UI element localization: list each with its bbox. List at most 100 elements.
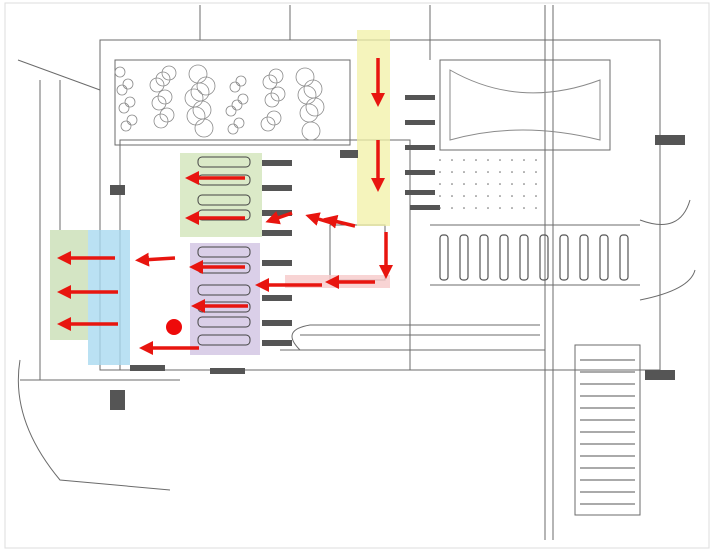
column-dot xyxy=(487,183,489,185)
column-dot xyxy=(463,195,465,197)
column-dot xyxy=(451,171,453,173)
column-dot xyxy=(487,171,489,173)
road-curve xyxy=(17,359,171,491)
garden-shrub xyxy=(124,96,136,108)
parking-pier xyxy=(499,234,509,281)
parking-pier xyxy=(559,234,569,281)
building-outline xyxy=(439,59,611,151)
road-curve xyxy=(639,269,696,301)
label-block xyxy=(645,370,675,380)
garden-shrub xyxy=(231,99,243,111)
column-dot xyxy=(523,183,525,185)
gate-pier xyxy=(197,316,251,328)
label-block xyxy=(130,365,165,371)
building-outline xyxy=(574,344,641,516)
column-dot xyxy=(475,159,477,161)
column-dot xyxy=(487,159,489,161)
parking-pier xyxy=(479,234,489,281)
column-dot xyxy=(499,159,501,161)
column-dot xyxy=(523,207,525,209)
road-curve xyxy=(291,324,540,351)
parking-pier xyxy=(459,234,469,281)
parking-pier xyxy=(579,234,589,281)
label-block xyxy=(405,95,435,100)
red-arrow xyxy=(135,252,176,267)
column-dot xyxy=(535,183,537,185)
parking-pier xyxy=(439,234,449,281)
garden-shrub xyxy=(264,92,280,108)
column-dot xyxy=(475,207,477,209)
gate-pier xyxy=(197,334,251,346)
column-dot xyxy=(499,183,501,185)
label-block xyxy=(262,160,292,166)
column-dot xyxy=(439,195,441,197)
label-block xyxy=(410,205,440,210)
label-block xyxy=(405,170,435,175)
column-dot xyxy=(499,207,501,209)
column-dot xyxy=(487,207,489,209)
garden-outline xyxy=(449,69,601,141)
label-block xyxy=(262,230,292,236)
red-arrow xyxy=(265,211,293,225)
building-outline xyxy=(114,59,351,146)
column-dot xyxy=(463,159,465,161)
parking-pier xyxy=(539,234,549,281)
column-dot xyxy=(511,183,513,185)
column-dot xyxy=(475,195,477,197)
garden-shrub xyxy=(227,123,239,135)
garden-shrub xyxy=(126,114,138,126)
zone-blue xyxy=(88,230,130,365)
garden-shrub xyxy=(159,107,175,123)
zone-yellow xyxy=(357,30,390,226)
column-dot xyxy=(475,171,477,173)
column-dot xyxy=(523,159,525,161)
garden-shrub xyxy=(118,102,130,114)
column-dot xyxy=(475,183,477,185)
label-block xyxy=(340,150,358,158)
gate-pier xyxy=(197,194,251,206)
label-block xyxy=(262,260,292,266)
column-dot xyxy=(451,159,453,161)
column-dot xyxy=(487,195,489,197)
column-dot xyxy=(511,171,513,173)
column-dot xyxy=(439,207,441,209)
column-dot xyxy=(439,183,441,185)
garden-shrub xyxy=(266,110,282,126)
label-block xyxy=(405,145,435,150)
gate-pier xyxy=(197,284,251,296)
column-dot xyxy=(535,195,537,197)
plan-line xyxy=(17,59,101,91)
garden-shrub xyxy=(149,77,165,93)
column-dot xyxy=(523,171,525,173)
column-dot xyxy=(451,183,453,185)
label-block xyxy=(262,185,292,191)
column-dot xyxy=(463,171,465,173)
label-block xyxy=(262,295,292,301)
red-arrow xyxy=(323,214,356,229)
column-dot xyxy=(535,207,537,209)
garden-shrub xyxy=(186,106,206,126)
column-dot xyxy=(451,207,453,209)
garden-shrub xyxy=(262,74,278,90)
garden-shrub xyxy=(235,75,247,87)
column-dot xyxy=(535,171,537,173)
garden-shrub xyxy=(233,117,245,129)
garden-shrub xyxy=(237,93,249,105)
column-dot xyxy=(523,195,525,197)
garden-shrub xyxy=(114,66,126,78)
column-dot xyxy=(463,183,465,185)
label-block xyxy=(210,368,245,374)
column-dot xyxy=(511,195,513,197)
garden-shrub xyxy=(225,105,237,117)
column-dot xyxy=(511,159,513,161)
gate-pier xyxy=(197,156,251,168)
garden-shrub xyxy=(301,121,321,141)
sheet-border xyxy=(4,2,710,549)
garden-shrub xyxy=(161,65,177,81)
red-dot-marker xyxy=(166,319,182,335)
column-dot xyxy=(499,195,501,197)
garden-shrub xyxy=(151,95,167,111)
column-dot xyxy=(499,171,501,173)
garden-shrub xyxy=(122,78,134,90)
